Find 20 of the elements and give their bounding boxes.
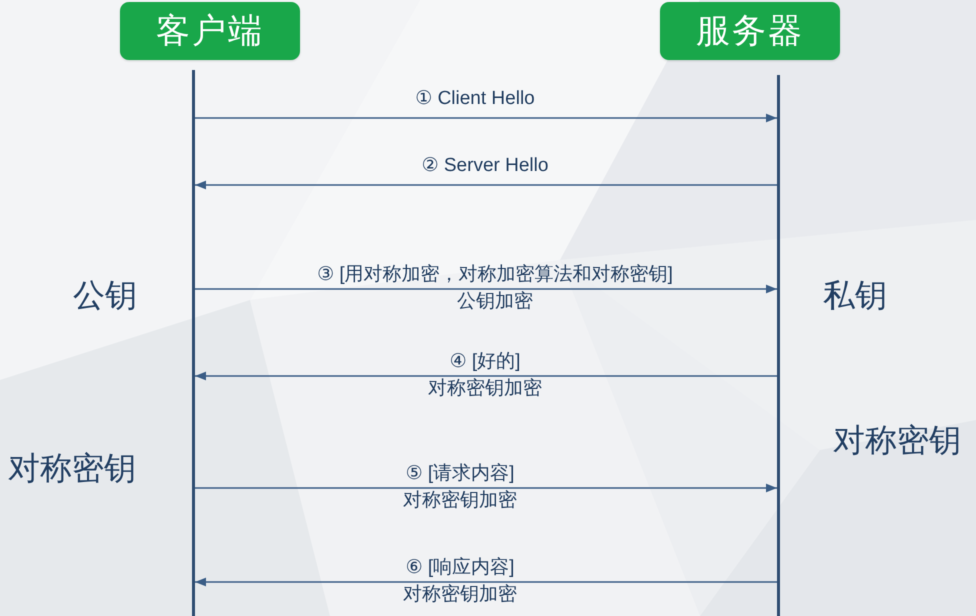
arrow [195,284,777,294]
lifeline [192,70,195,616]
edge-label: ③ [用对称加密，对称加密算法和对称密钥] 公钥加密 [317,264,673,313]
edge-label: ⑥ [响应内容] 对称密钥加密 [403,557,517,606]
side-label: 私钥 [823,276,887,314]
side-label: 对称密钥 [8,449,136,487]
arrow [195,578,777,586]
edge-label: ① Client Hello [415,88,535,110]
participant-box: 客户端 [120,2,300,60]
arrow [195,114,777,122]
edge-label: ⑤ [请求内容] 对称密钥加密 [403,463,517,512]
side-label: 公钥 [73,276,137,314]
participant-box: 服务器 [660,2,840,60]
arrow [195,180,777,190]
side-label: 对称密钥 [833,421,961,459]
arrow [195,372,777,380]
edge-label: ④ [好的] 对称密钥加密 [428,351,542,400]
arrow [195,484,777,492]
lifeline [777,75,780,616]
edge-label: ② Server Hello [422,155,548,177]
